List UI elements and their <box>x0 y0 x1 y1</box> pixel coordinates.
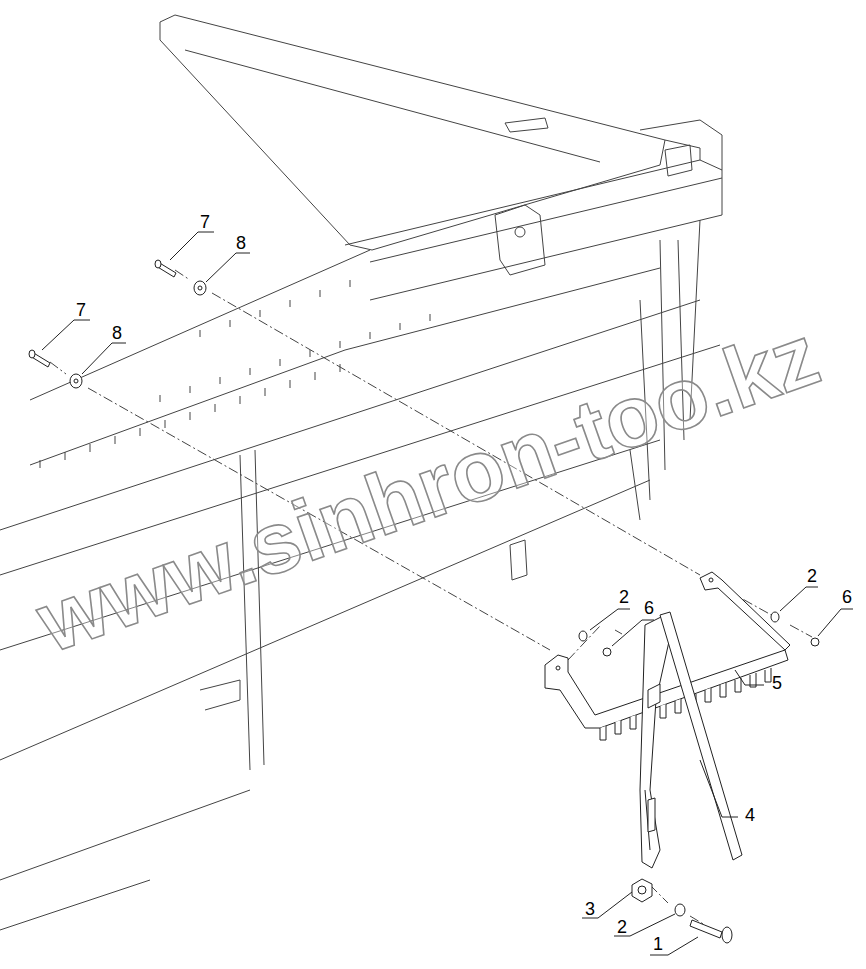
drawing-line <box>640 615 672 868</box>
drawing-line <box>345 160 722 300</box>
drawing-line <box>660 612 742 860</box>
drawing-line <box>0 790 250 880</box>
drawing-line <box>648 684 660 708</box>
drawing-line <box>200 280 350 337</box>
drawing-line <box>771 612 779 622</box>
drawing-line <box>0 880 150 930</box>
drawing-line <box>370 178 722 262</box>
drawing-line <box>579 631 587 641</box>
drawing-line <box>29 350 35 358</box>
drawing-line <box>198 286 202 290</box>
drawing-line <box>160 314 430 402</box>
drawing-line <box>510 540 527 580</box>
drawing-line <box>556 666 560 670</box>
drawing-line <box>40 364 340 468</box>
drawing-line <box>170 232 214 260</box>
drawing-line <box>638 886 646 894</box>
callout-number: 3 <box>584 900 596 918</box>
watermark: www.sinhron-too.kz <box>27 310 829 665</box>
drawing-line <box>700 760 738 817</box>
drawing-line <box>648 798 655 832</box>
drawing-line <box>206 253 250 282</box>
callout-number: 1 <box>652 935 664 953</box>
drawing-line <box>709 578 713 582</box>
drawing-line <box>74 379 78 383</box>
drawing-line <box>603 648 611 656</box>
drawing-line <box>640 120 722 170</box>
drawing-line <box>665 140 700 160</box>
callout-number: 6 <box>643 599 655 617</box>
drawing-line <box>515 227 525 237</box>
callout-number: 2 <box>806 567 818 585</box>
comb-bracket <box>545 572 790 740</box>
drawing-line <box>30 250 370 400</box>
drawing-line <box>722 927 732 943</box>
drawing-line <box>590 609 630 630</box>
callout-number: 7 <box>75 301 87 319</box>
drawing-line <box>82 343 126 374</box>
knife-guards <box>40 280 430 468</box>
drawing-line <box>70 374 82 388</box>
drawing-line <box>240 455 250 770</box>
drawing-line <box>582 892 632 918</box>
drawing-line <box>614 914 675 936</box>
drawing-line <box>650 885 705 925</box>
callout-number: 2 <box>616 918 628 936</box>
drawing-line <box>255 450 264 765</box>
drawing-line <box>818 609 853 636</box>
callout-number: 7 <box>199 213 211 231</box>
callout-number: 4 <box>744 806 756 824</box>
drawing-line <box>185 50 600 162</box>
callout-number: 8 <box>111 324 123 342</box>
drawing-line <box>735 670 764 685</box>
callout-number: 5 <box>771 674 783 692</box>
callout-number: 6 <box>841 588 853 606</box>
drawing-line <box>612 620 654 646</box>
drawing-line <box>665 145 692 176</box>
drawing-line <box>675 904 685 916</box>
drawing-line <box>495 205 545 275</box>
drawing-line <box>155 260 161 268</box>
drawing-line <box>505 118 548 132</box>
callout-number: 8 <box>235 234 247 252</box>
drawing-line <box>811 638 819 646</box>
callout-number: 2 <box>618 588 630 606</box>
drawing-line <box>200 680 240 710</box>
drawing-line <box>160 15 665 250</box>
drawing-line <box>42 320 90 350</box>
drawing-line <box>632 879 652 902</box>
drawing-line <box>780 587 818 611</box>
drawing-line <box>690 920 722 938</box>
drawing-line <box>194 281 206 295</box>
divider-blade <box>640 612 742 868</box>
drawing-line <box>700 572 790 650</box>
